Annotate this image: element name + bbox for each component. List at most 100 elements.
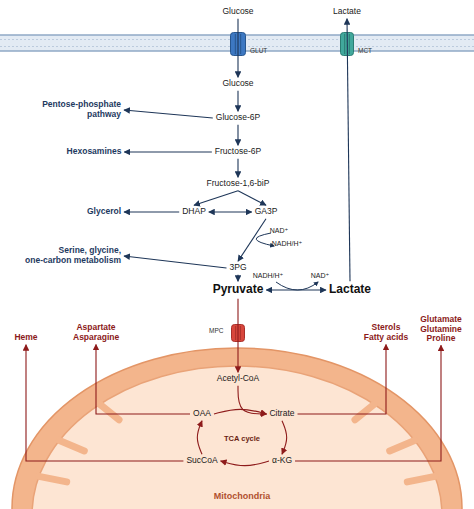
pathway-label: Hexosamines (64, 145, 125, 159)
transporter-label: MCT (358, 47, 372, 54)
word: glycine, (89, 245, 121, 255)
pathway-arrow (124, 151, 211, 152)
word: NAD⁺ (311, 272, 329, 279)
word: SucCoA (186, 455, 217, 465)
node-text: SucCoA (186, 456, 217, 466)
word: DHAP (182, 206, 206, 216)
node-text: 3PG (229, 263, 246, 273)
word: pathway (87, 109, 121, 119)
pathway-arrow (209, 211, 252, 212)
pathway-arrow (96, 345, 190, 414)
node-text: OAA (193, 409, 211, 419)
node-text: Glycerol (87, 207, 121, 217)
pathway-arrow (194, 191, 238, 205)
inner-membrane (32, 366, 442, 509)
crista (59, 441, 84, 451)
node-text: Heme (14, 333, 37, 343)
transporter-body (232, 325, 245, 342)
cofactor-arrow (256, 233, 274, 246)
transporter: MCT (340, 32, 354, 56)
pathway-arrow (124, 256, 226, 268)
cofactor-label: NAD⁺ (270, 227, 288, 235)
metabolite: Glucose-6P (213, 111, 263, 125)
compartment-label: Mitochondria (214, 491, 271, 501)
metabolite: Fructose-6P (212, 145, 264, 159)
word: Citrate (269, 408, 294, 418)
pathway-label: Glycerol (84, 205, 124, 219)
pathway-arrow (26, 345, 183, 461)
crista (355, 404, 374, 420)
node-text: Glutamate Glutamine Proline (419, 315, 463, 344)
metabolite: Lactate (330, 5, 364, 19)
word: 3PG (229, 262, 246, 272)
pathway-label: Serine, glycine, one-carbon metabolism (20, 244, 124, 267)
metabolite: Pyruvate (210, 281, 267, 298)
word: Glutamate (420, 314, 462, 324)
word: Glucose (222, 6, 253, 16)
crista (390, 441, 415, 451)
pathway-arrow (298, 345, 386, 414)
word: α-KG (272, 455, 292, 465)
pathway-arrow (197, 421, 202, 454)
node-text: Glucose (222, 79, 253, 89)
node-text: Glucose-6P (216, 113, 260, 123)
node-text: Aspartate Asparagine (73, 323, 119, 342)
node-text: Fructose-6P (215, 147, 261, 157)
node-text: Fructose-1,6-biP (207, 179, 270, 189)
metabolite: α-KG (269, 454, 295, 468)
pathway-arrow (124, 110, 213, 118)
metabolite: Lactate (326, 281, 374, 298)
word: Fructose-6P (215, 146, 261, 156)
node-text: Glucose (222, 7, 253, 17)
pathway-arrow (238, 386, 266, 414)
word: Glucose (222, 78, 253, 88)
word: Asparagine (73, 332, 119, 342)
transporter-label: GLUT (250, 47, 267, 54)
word: Hexosamines (67, 146, 122, 156)
pathway-arrow (237, 275, 238, 282)
word: Aspartate (76, 322, 115, 332)
word: NADH/H⁺ (253, 272, 284, 279)
transporter-label: MPC (209, 327, 223, 334)
pathway-arrow (237, 299, 238, 373)
pathway-arrow (347, 19, 350, 282)
word: Acetyl-CoA (217, 373, 260, 383)
word: Fructose-1,6-biP (207, 178, 270, 188)
word: Glycerol (87, 206, 121, 216)
transporter-groove (349, 34, 350, 54)
word: metabolism (74, 255, 121, 265)
pathway-arrow (237, 19, 238, 77)
transporter-groove (235, 326, 236, 340)
node-text: DHAP (182, 207, 206, 217)
word: NAD⁺ (270, 227, 288, 234)
word: cycle (241, 434, 260, 443)
transporter-shape (231, 324, 245, 342)
node-text: Pentose-phosphate pathway (37, 100, 121, 119)
cofactor-label: NAD⁺ (311, 272, 329, 280)
product-label: Aspartate Asparagine (70, 321, 122, 344)
word: one-carbon (25, 255, 71, 265)
word: GLUT (250, 47, 267, 54)
word: MCT (358, 47, 372, 54)
node-text: Sterols Fatty acids (363, 323, 409, 342)
word: Heme (14, 332, 37, 342)
word: Glutamine (420, 323, 462, 333)
cofactor-arrow (276, 282, 318, 290)
metabolite: GA3P (252, 205, 281, 219)
pathway-arrow (237, 125, 238, 145)
pathway-arrow (295, 345, 441, 461)
pathway-arrow (237, 91, 238, 111)
crista (39, 476, 67, 481)
metabolite: Citrate (266, 407, 297, 421)
node-text: Pyruvate (213, 283, 264, 296)
metabolite: SucCoA (183, 454, 220, 468)
word: Mitochondria (214, 491, 271, 501)
transporter: GLUT (230, 32, 246, 56)
pathway-arrow (238, 219, 266, 261)
word: GA3P (255, 206, 278, 216)
metabolite: 3PG (226, 261, 249, 275)
mitochondrion: Mitochondria Acetyl-CoA OAA CitrateSucCoA α-… (10, 343, 464, 509)
node-text: GA3P (255, 207, 278, 217)
